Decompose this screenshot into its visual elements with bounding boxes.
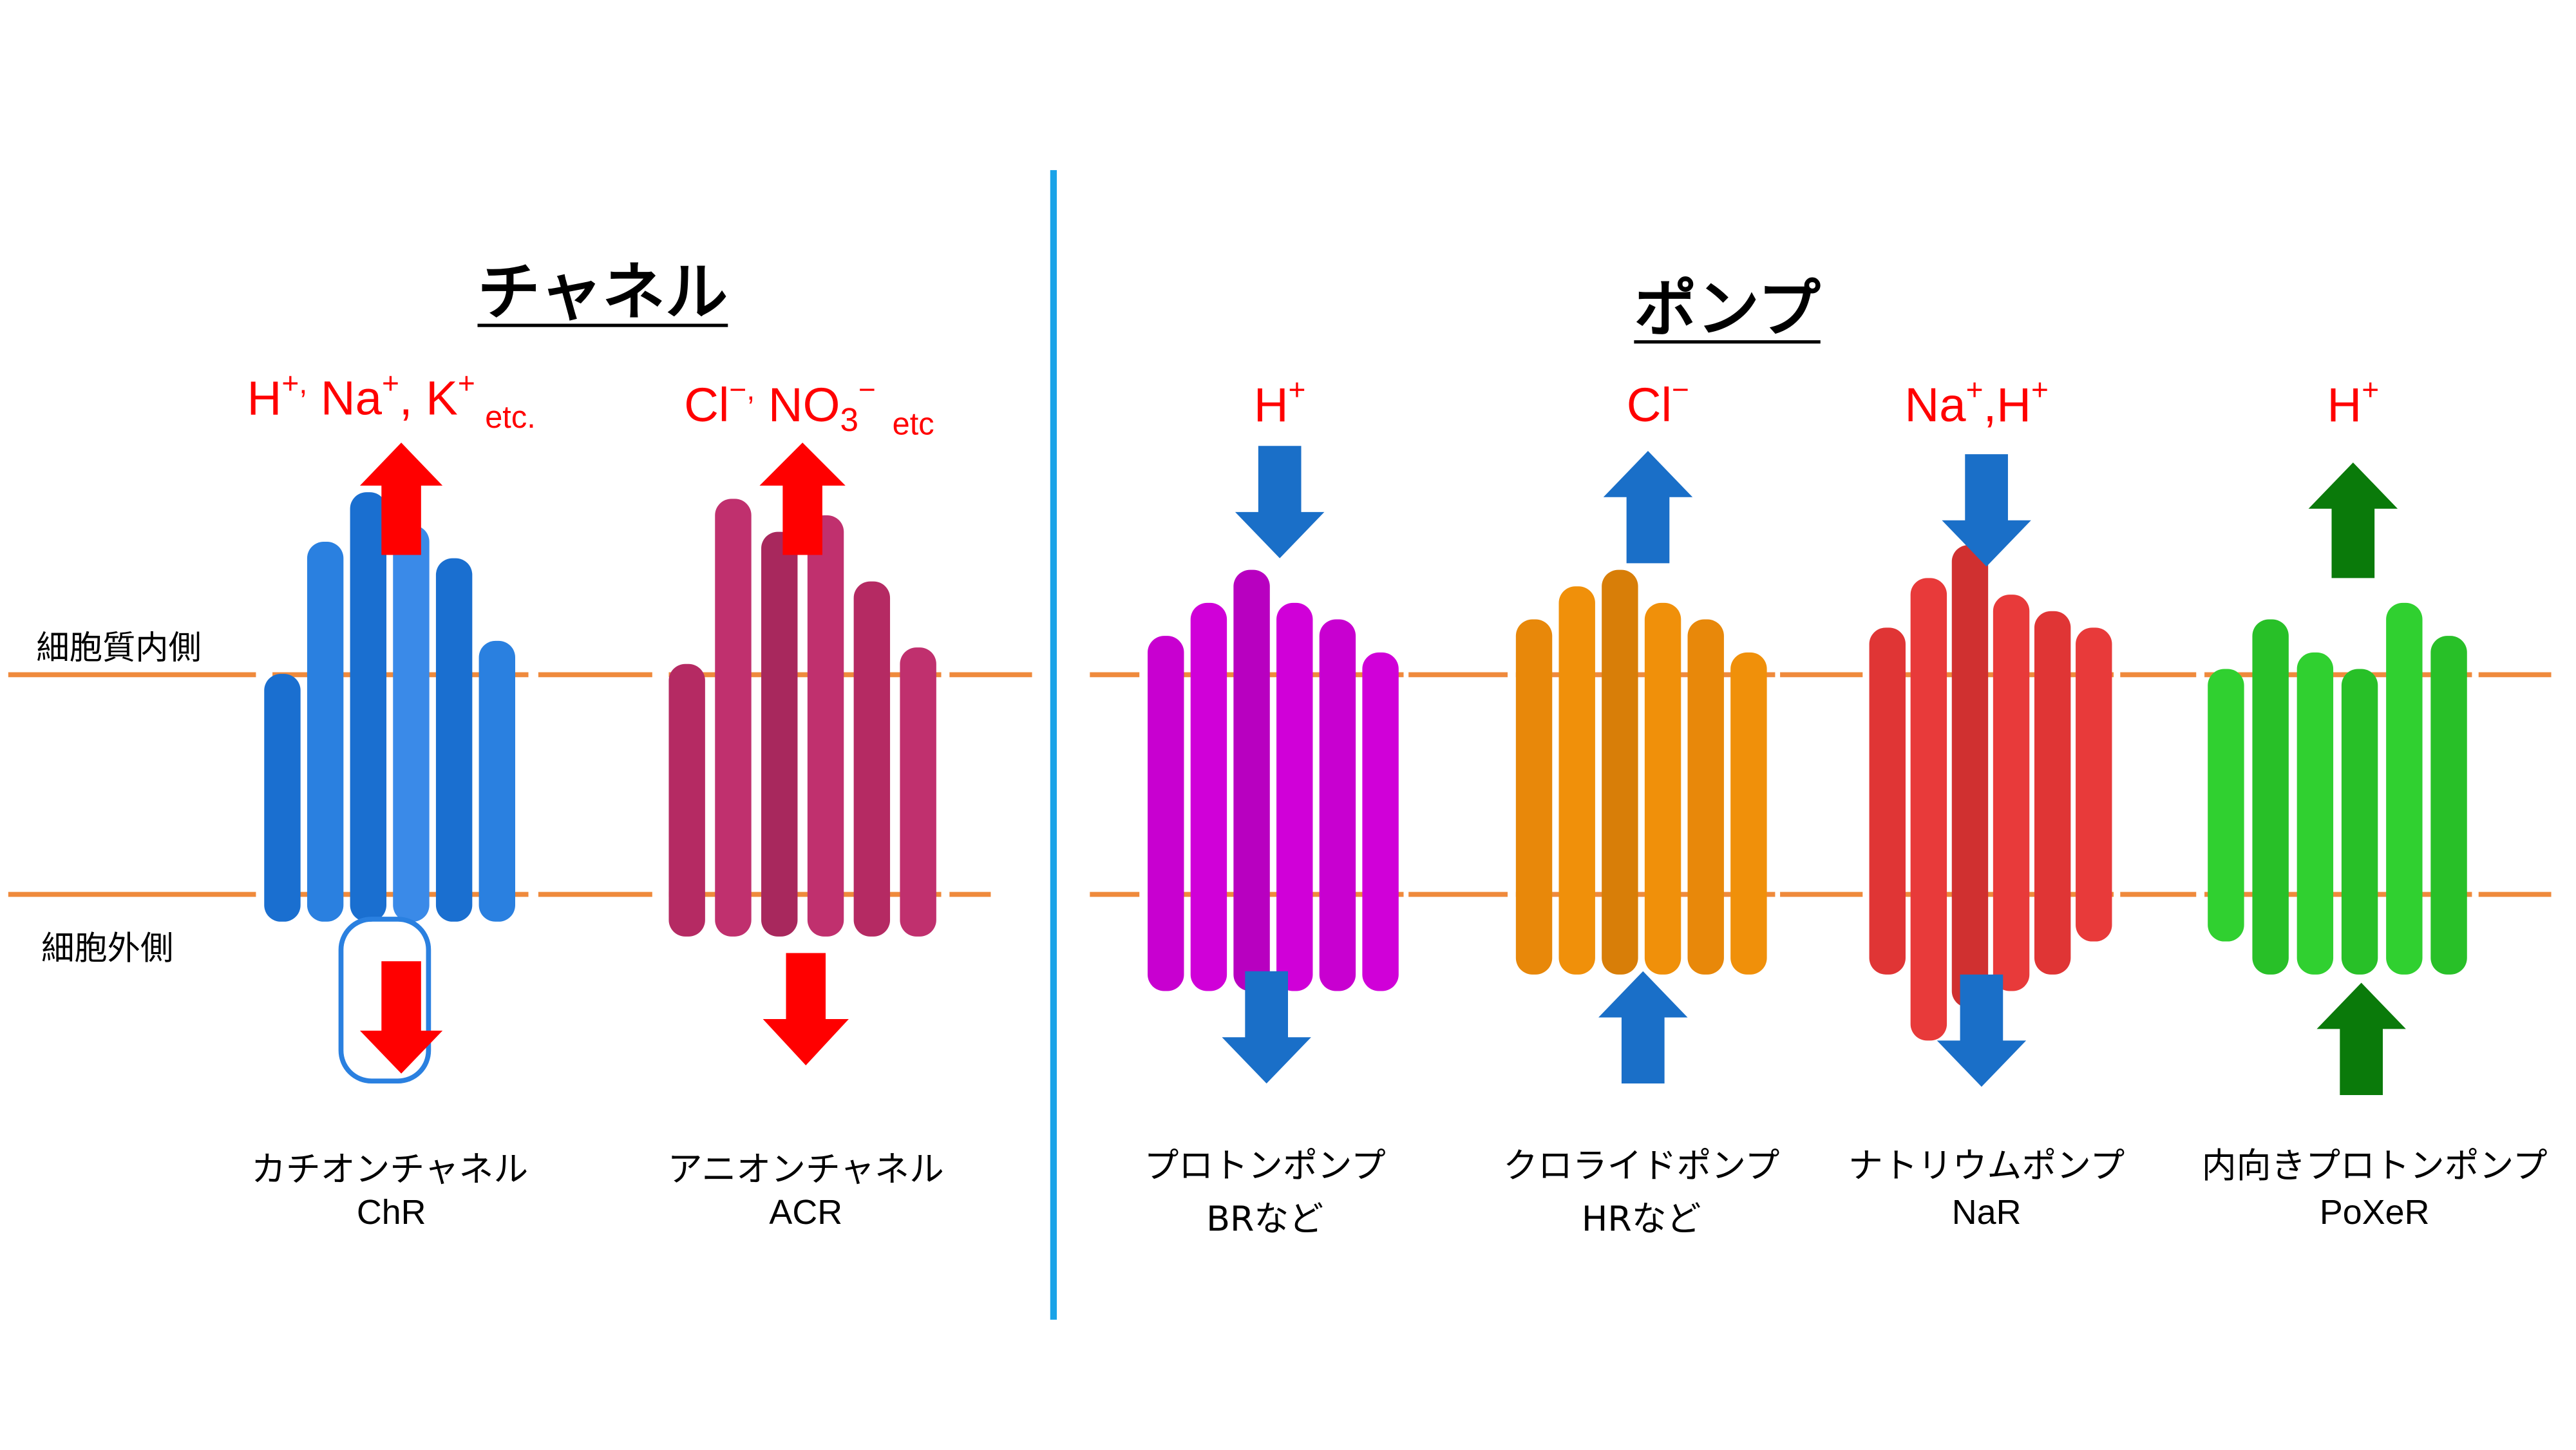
hr-arrow-up-bottom <box>1598 971 1688 1084</box>
extracellular-side-label: 細胞外側 <box>41 928 174 968</box>
poxer-name: 内向きプロトンポンプ <box>2201 1146 2548 1187</box>
nar-arrow-down-top <box>1942 454 2031 567</box>
nar-ion-label: Na+,H+ <box>1904 373 2049 433</box>
acr-abbr: ACR <box>769 1194 843 1232</box>
br-protein-structure <box>1148 553 1403 991</box>
poxer-abbr: PoXeR <box>2319 1194 2430 1232</box>
hr-ion-label: Cl− <box>1626 373 1689 433</box>
nar-protein-structure <box>1869 545 2114 1041</box>
chr-extracellular-loop <box>338 917 431 1084</box>
chr-arrow-down-bottom <box>359 961 443 1074</box>
acr-arrow-up-top <box>759 443 846 555</box>
acr-ion-label: Cl−, NO3−etc <box>684 373 934 443</box>
pump-title: ポンプ <box>1634 272 1821 345</box>
membrane-inner-line-left <box>8 672 1032 678</box>
poxer-arrow-up-bottom <box>2316 982 2406 1095</box>
acr-arrow-down-bottom <box>762 953 849 1065</box>
acr-name: アニオンチャネル <box>667 1149 944 1190</box>
br-abbr: BRなど <box>1206 1199 1324 1239</box>
hr-protein-structure <box>1515 569 1776 975</box>
channel-title: チャネル <box>477 256 728 329</box>
chr-abbr: ChR <box>356 1194 426 1232</box>
hr-abbr: HRなど <box>1581 1199 1701 1239</box>
br-arrow-down-bottom <box>1222 971 1311 1084</box>
acr-protein-structure <box>668 482 941 937</box>
chr-protein-structure <box>264 492 528 922</box>
br-ion-label: H+ <box>1253 373 1306 433</box>
poxer-arrow-up-top <box>2308 462 2398 578</box>
poxer-protein-structure <box>2208 602 2472 975</box>
cytoplasmic-side-label: 細胞質内側 <box>36 627 202 667</box>
section-divider <box>1050 170 1057 1320</box>
nar-abbr: NaR <box>1951 1194 2022 1232</box>
nar-arrow-down-bottom <box>1937 974 2027 1087</box>
membrane-inner-line-right <box>1090 672 2552 678</box>
chr-ion-label: H+, Na+, K+etc. <box>247 367 536 436</box>
br-arrow-down-top <box>1235 446 1325 558</box>
chr-arrow-up-top <box>359 443 443 555</box>
hr-name: クロライドポンプ <box>1503 1146 1780 1187</box>
chr-name: カチオンチャネル <box>251 1149 529 1190</box>
nar-name: ナトリウムポンプ <box>1848 1146 2125 1187</box>
poxer-ion-label: H+ <box>2327 373 2380 433</box>
membrane-outer-line-right <box>1090 892 2552 897</box>
hr-arrow-up-top <box>1603 450 1693 564</box>
br-name: プロトンポンプ <box>1144 1146 1386 1187</box>
